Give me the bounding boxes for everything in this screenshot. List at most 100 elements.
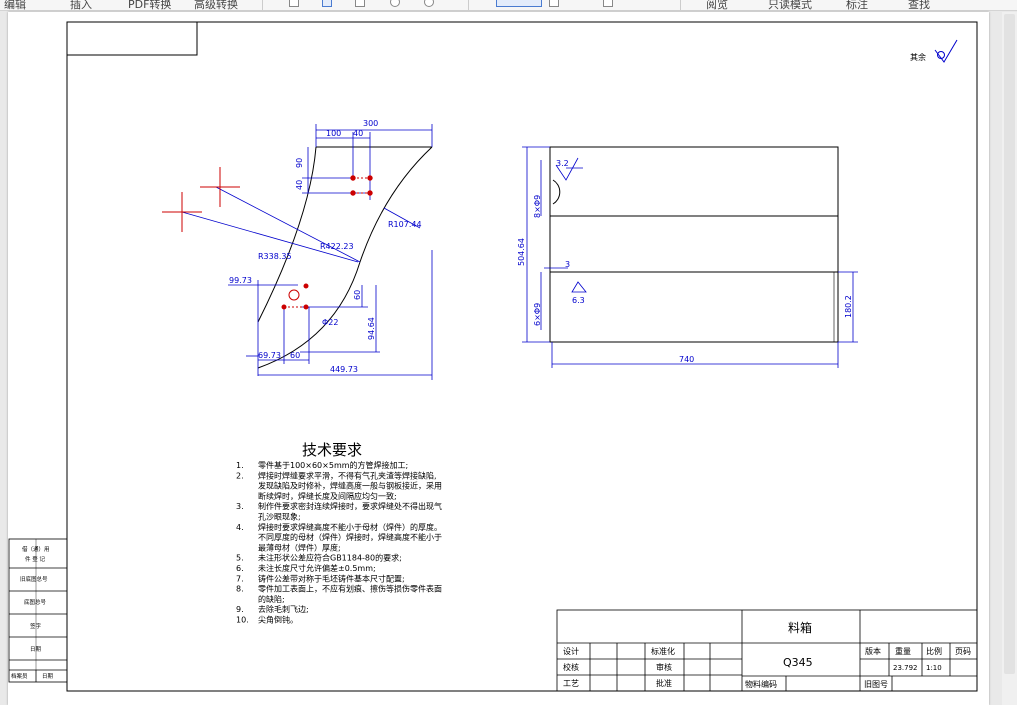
rotate-icon[interactable] xyxy=(603,0,613,7)
tech-requirements-title: 技术要求 xyxy=(302,441,362,459)
toolbar-advanced-convert[interactable]: 高级转换 xyxy=(194,0,238,11)
svg-text:Φ22: Φ22 xyxy=(322,318,338,327)
label-process: 工艺 xyxy=(563,679,579,688)
tech-item-number: 3. xyxy=(236,502,244,511)
left-view xyxy=(257,146,433,369)
svg-text:旧底图总号: 旧底图总号 xyxy=(20,575,48,583)
tech-item-line: 最薄母材（焊件）厚度; xyxy=(258,542,341,552)
svg-text:日期: 日期 xyxy=(42,673,54,680)
label-review: 审核 xyxy=(656,662,672,672)
tech-item-line: 焊接时焊缝要求平滑，不得有气孔夹渣等焊接缺陷, xyxy=(258,470,437,480)
svg-text:40: 40 xyxy=(295,180,304,190)
page-view-icon[interactable] xyxy=(289,0,299,7)
left-view-labels: 300 100 40 90 40 R107.44 R422.23 R338.35… xyxy=(229,119,422,374)
toolbar-read[interactable]: 阅览 xyxy=(706,0,728,11)
tech-item-line: 不同厚度的母材（焊件）焊接时，焊缝高度不能小于 xyxy=(258,532,442,542)
hole-centers xyxy=(281,175,373,310)
side-block-labels: 借（通）用 件 登 记 旧底图总号 底图总号 签字 日期 档案员 日期 xyxy=(11,545,54,680)
scale-value: 1:10 xyxy=(926,664,942,672)
tech-item-line: 铸件公差带对称于毛坯铸件基本尺寸配置; xyxy=(258,573,405,583)
toolbar-edit[interactable]: 编辑 xyxy=(4,0,26,11)
svg-text:R107.44: R107.44 xyxy=(388,220,422,229)
fit-width-icon[interactable] xyxy=(355,0,365,7)
toolbar-insert[interactable]: 插入 xyxy=(70,0,92,11)
tech-item-number: 5. xyxy=(236,554,244,563)
left-view-dimensions xyxy=(181,124,433,380)
tech-item-number: 4. xyxy=(236,523,244,532)
label-old-drawing: 旧图号 xyxy=(864,680,888,689)
toolbar-annotate[interactable]: 标注 xyxy=(846,0,868,11)
label-weight: 重量 xyxy=(895,646,911,656)
title-block xyxy=(556,609,978,692)
tech-item-line: 未注形状公差应符合GB1184-80的要求; xyxy=(258,553,402,563)
tech-item-number: 1. xyxy=(236,461,244,470)
tech-item-line: 焊接时要求焊缝高度不能小于母材（焊件）的厚度。 xyxy=(258,522,442,532)
right-view-dimensions xyxy=(522,146,858,368)
tech-item-line: 的缺陷; xyxy=(258,594,285,604)
tech-item-number: 10. xyxy=(236,616,249,625)
svg-text:6.3: 6.3 xyxy=(572,296,585,305)
right-view xyxy=(549,146,839,343)
part-name: 料箱 xyxy=(788,620,812,635)
svg-text:300: 300 xyxy=(363,119,378,128)
svg-text:504.64: 504.64 xyxy=(517,238,526,266)
svg-text:8×Φ9: 8×Φ9 xyxy=(533,195,542,218)
tech-item-line: 零件基于100×60×5mm的方管焊接加工; xyxy=(258,460,408,470)
svg-text:740: 740 xyxy=(679,355,694,364)
scrollbar-thumb[interactable] xyxy=(1004,14,1015,674)
tech-requirements-list: 1. 零件基于100×60×5mm的方管焊接加工; 2. 焊接时焊缝要求平滑，不得有气… xyxy=(236,460,442,625)
toolbar: 编辑 插入 PDF转换 高级转换 阅览 只读模式 标注 查找 xyxy=(0,0,1017,11)
zoom-out-icon[interactable] xyxy=(390,0,400,7)
tech-item-line: 尖角倒钝。 xyxy=(258,615,298,625)
label-design: 设计 xyxy=(563,646,579,656)
svg-text:69.73: 69.73 xyxy=(258,351,281,360)
svg-text:100: 100 xyxy=(326,129,341,138)
zoom-in-icon[interactable] xyxy=(424,0,434,7)
svg-text:60: 60 xyxy=(353,290,362,300)
label-material-code: 物料编码 xyxy=(745,679,777,689)
title-block-labels: 设计 校核 工艺 标准化 审核 批准 料箱 Q345 物料编码 旧图号 版本 重… xyxy=(563,620,971,689)
tech-item-number: 6. xyxy=(236,564,244,573)
svg-text:3.2: 3.2 xyxy=(556,159,569,168)
label-version: 版本 xyxy=(865,646,881,656)
svg-text:签字: 签字 xyxy=(30,622,42,630)
svg-text:94.64: 94.64 xyxy=(367,317,376,340)
tech-item-line: 发现缺陷及时修补，焊缝高度一般与钢板接近，采用 xyxy=(258,481,442,491)
svg-text:3: 3 xyxy=(565,260,570,269)
tech-item-line: 断续焊时，焊缝长度及间隔应均匀一致; xyxy=(258,491,397,501)
label-approve: 批准 xyxy=(656,678,672,688)
svg-text:R338.35: R338.35 xyxy=(258,252,292,261)
svg-text:60: 60 xyxy=(290,351,300,360)
svg-text:R422.23: R422.23 xyxy=(320,242,354,251)
svg-text:6×Φ9: 6×Φ9 xyxy=(533,303,542,326)
tech-item-line: 孔沙眼现象; xyxy=(258,512,301,522)
toolbar-readonly[interactable]: 只读模式 xyxy=(768,0,812,11)
label-scale: 比例 xyxy=(926,646,942,656)
tech-item-line: 制作件要求密封连续焊接时，要求焊缝处不得出现气 xyxy=(258,501,442,511)
part-material: Q345 xyxy=(783,656,813,669)
toolbar-find[interactable]: 查找 xyxy=(908,0,930,11)
fit-page-icon[interactable] xyxy=(322,0,332,7)
tech-item-number: 8. xyxy=(236,585,244,594)
red-crosshairs xyxy=(162,167,240,232)
tech-item-number: 9. xyxy=(236,605,244,614)
tech-item-line: 未注长度尺寸允许偏差±0.5mm; xyxy=(258,563,376,573)
label-check: 校核 xyxy=(563,662,579,672)
svg-text:档案员: 档案员 xyxy=(11,672,28,680)
svg-text:日期: 日期 xyxy=(30,646,42,653)
svg-text:449.73: 449.73 xyxy=(330,365,358,374)
document-page xyxy=(8,12,989,705)
single-page-icon[interactable] xyxy=(496,0,542,7)
corner-box xyxy=(66,21,198,56)
toolbar-pdf-convert[interactable]: PDF转换 xyxy=(128,0,172,11)
double-page-icon[interactable] xyxy=(549,0,559,7)
tech-item-number: 2. xyxy=(236,471,244,480)
roughness-symbol xyxy=(934,39,958,63)
svg-text:40: 40 xyxy=(353,129,363,138)
side-registration-block xyxy=(8,538,68,683)
label-standard: 标准化 xyxy=(651,646,675,656)
svg-text:99.73: 99.73 xyxy=(229,276,252,285)
drawing-frame xyxy=(66,21,978,692)
tech-item-line: 零件加工表面上，不应有划痕、擦伤等损伤零件表面 xyxy=(258,584,442,594)
